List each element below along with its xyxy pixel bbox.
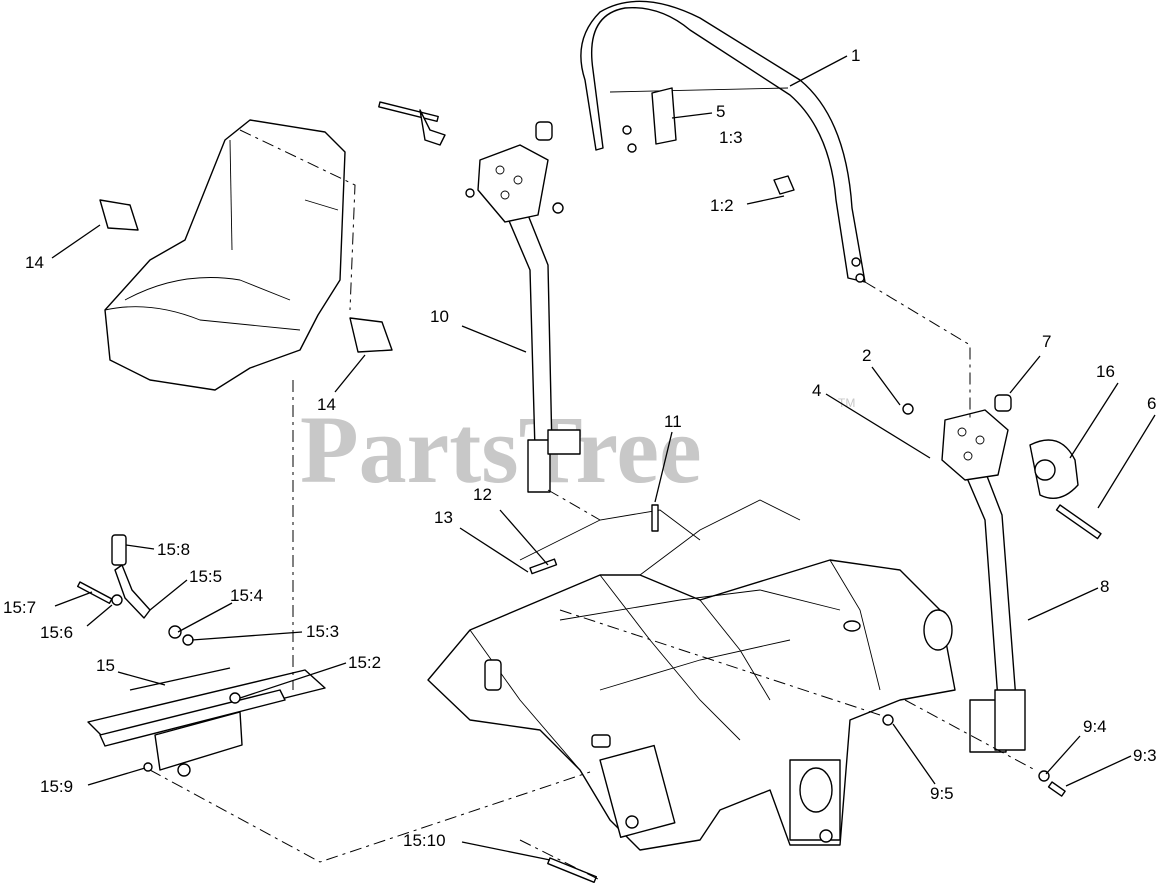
callout-11: 11 — [664, 412, 682, 431]
callout-15-6: 15:6 — [40, 623, 73, 642]
callout-16: 16 — [1096, 362, 1115, 381]
rops-right-upright — [902, 394, 1102, 797]
chassis-frame — [427, 499, 956, 883]
callout-4: 4 — [812, 381, 821, 400]
callout-9-3: 9:3 — [1133, 746, 1157, 765]
callout-15: 15 — [96, 656, 115, 675]
callout-1-2: 1:2 — [710, 196, 734, 215]
leader-lines — [51, 55, 1156, 861]
callout-6: 6 — [1147, 394, 1156, 413]
callout-15-10: 15:10 — [403, 831, 446, 850]
callout-15-8: 15:8 — [157, 540, 190, 559]
callout-10: 10 — [430, 307, 449, 326]
callout-9-4: 9:4 — [1083, 717, 1107, 736]
callout-1-3: 1:3 — [719, 128, 743, 147]
seat-assembly — [99, 119, 393, 391]
callout-9-5: 9:5 — [930, 784, 954, 803]
seat-slide-assembly — [76, 534, 326, 777]
callout-15-7: 15:7 — [3, 598, 36, 617]
callout-1: 1 — [851, 46, 860, 65]
assembly-lines — [149, 129, 1036, 881]
callout-15-3: 15:3 — [306, 622, 339, 641]
callout-5: 5 — [716, 102, 725, 121]
callout-14-b: 14 — [317, 395, 336, 414]
callout-15-5: 15:5 — [189, 567, 222, 586]
rops-left-upright — [378, 101, 581, 493]
callout-12: 12 — [473, 485, 492, 504]
callout-8: 8 — [1100, 577, 1109, 596]
callout-labels: 1 5 1:3 1:2 14 14 10 2 7 16 4 6 11 12 13… — [3, 46, 1157, 850]
callout-13: 13 — [434, 508, 453, 527]
rops-hoop — [580, 0, 866, 283]
callout-15-2: 15:2 — [348, 653, 381, 672]
watermark: PartsTree — [300, 396, 702, 503]
callout-15-9: 15:9 — [40, 777, 73, 796]
callout-2: 2 — [862, 346, 871, 365]
callout-15-4: 15:4 — [230, 586, 263, 605]
callout-7: 7 — [1042, 332, 1051, 351]
watermark-trademark: TM — [838, 396, 855, 410]
callout-14-a: 14 — [25, 253, 44, 272]
